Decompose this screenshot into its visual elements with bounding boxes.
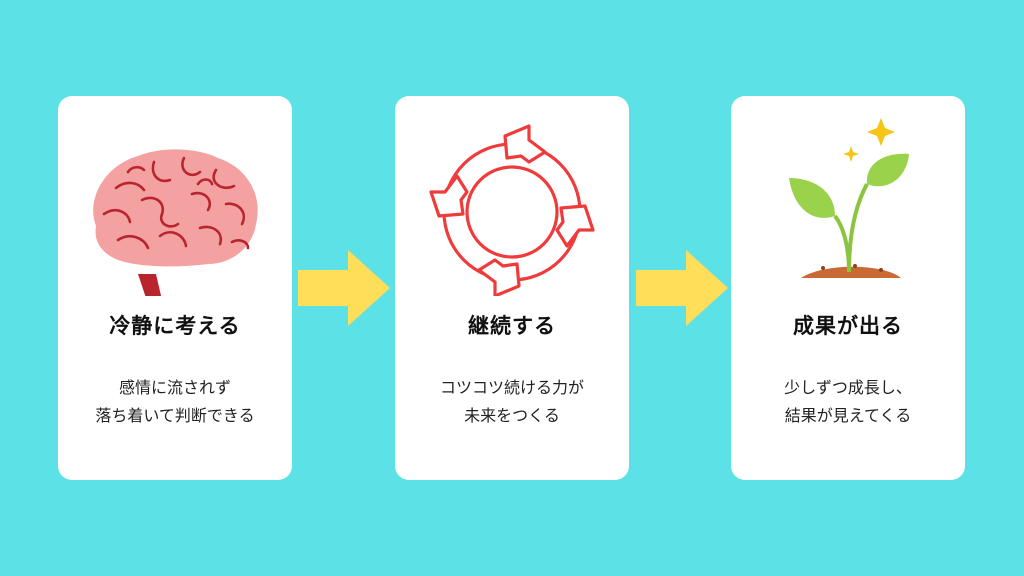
step-description-line: 結果が見えてくる <box>784 406 912 425</box>
sparkle-icon <box>843 146 859 162</box>
step-card-continue: 継続する コツコツ続ける力が 未来をつくる <box>395 96 629 480</box>
arrow-right-icon <box>298 250 390 326</box>
step-description-line: 感情に流されず <box>118 378 231 397</box>
step-description-line: 落ち着いて判断できる <box>95 406 255 425</box>
step-title: 継続する <box>468 314 556 338</box>
step-description: 少しずつ成長し、 結果が見えてくる <box>731 374 965 430</box>
step-description: コツコツ続ける力が 未来をつくる <box>395 374 629 430</box>
step-description-line: 少しずつ成長し、 <box>784 378 912 397</box>
sprout-icon <box>789 118 909 278</box>
step-title: 冷静に考える <box>109 314 241 338</box>
sparkle-icon <box>867 118 895 146</box>
step-card-result: 成果が出る 少しずつ成長し、 結果が見えてくる <box>731 96 965 480</box>
step-description: 感情に流されず 落ち着いて判断できる <box>58 374 292 430</box>
cycle-arrows-icon <box>429 124 595 296</box>
arrow-right-icon <box>636 250 728 326</box>
brain-icon <box>93 149 258 296</box>
step-description-line: 未来をつくる <box>464 406 560 425</box>
step-description-line: コツコツ続ける力が <box>439 378 584 397</box>
step-card-think: 冷静に考える 感情に流されず 落ち着いて判断できる <box>58 96 292 480</box>
step-title: 成果が出る <box>793 314 903 338</box>
